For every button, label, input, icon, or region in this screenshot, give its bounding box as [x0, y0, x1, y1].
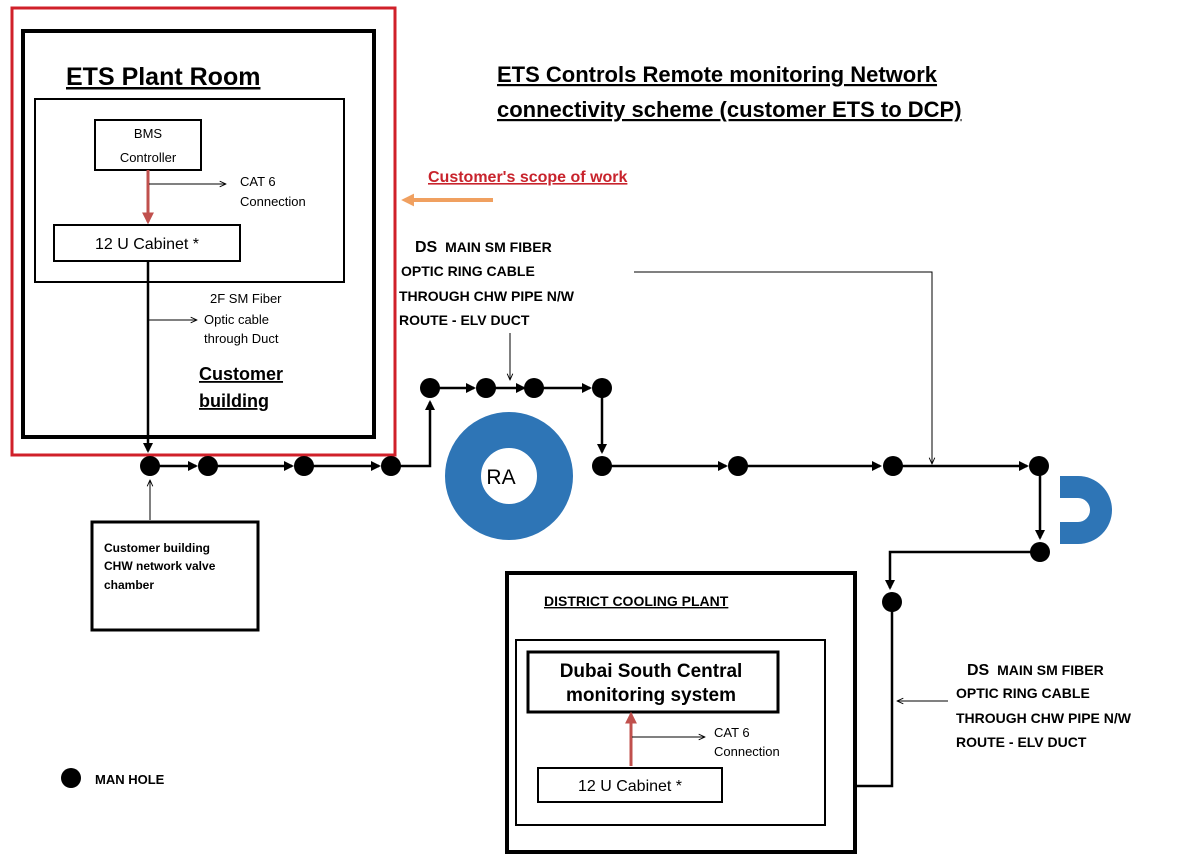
- valve-chamber-box: [90, 520, 260, 632]
- monitoring-system-box: [526, 650, 780, 714]
- manhole: [1030, 542, 1050, 562]
- manhole: [294, 456, 314, 476]
- route-segment-4: [393, 400, 435, 468]
- manhole: [198, 456, 218, 476]
- monitoring-label-1: Dubai South Central: [560, 661, 743, 682]
- cat6-connection-label: Connection: [240, 194, 306, 209]
- ring-cable-top-line4: ROUTE - ELV DUCT: [399, 312, 530, 328]
- manholes: [140, 378, 1050, 612]
- manhole: [1029, 456, 1049, 476]
- valve-chamber-label-2: CHW network valve: [104, 559, 216, 573]
- valve-chamber-label-1: Customer building: [104, 541, 210, 555]
- monitoring-label-2: monitoring system: [566, 685, 736, 706]
- manhole: [592, 378, 612, 398]
- cabinet-box-dcp: [537, 767, 723, 803]
- ring-cable-right-pointer: [634, 271, 932, 464]
- manhole: [882, 592, 902, 612]
- ring-cable-bottom-line4: ROUTE - ELV DUCT: [956, 734, 1087, 750]
- ring-cable-top-line2: OPTIC RING CABLE: [401, 263, 535, 279]
- bms-label: BMS: [134, 126, 163, 141]
- dcp-title: DISTRICT COOLING PLANT: [544, 593, 729, 609]
- legend-manhole-icon: [61, 768, 81, 788]
- bms-controller-box: [94, 119, 202, 171]
- bms-controller-label: Controller: [120, 150, 177, 165]
- ring-cable-top-line1: DS MAIN SM FIBER: [415, 239, 552, 256]
- customer-building-label-1: Customer: [199, 364, 283, 384]
- cabinet-label-customer: 12 U Cabinet *: [95, 236, 199, 253]
- dcp-cat6-connection-label: Connection: [714, 744, 780, 759]
- cat6-label: CAT 6: [240, 174, 276, 189]
- manhole: [592, 456, 612, 476]
- manhole: [728, 456, 748, 476]
- customer-scope-border: [10, 6, 397, 457]
- u-turn-shape: [1060, 476, 1112, 544]
- manhole: [476, 378, 496, 398]
- manhole: [381, 456, 401, 476]
- valve-chamber-label-3: chamber: [104, 578, 154, 592]
- ring-cable-top-line3: THROUGH CHW PIPE N/W: [399, 288, 575, 304]
- fiber-label-2: Optic cable: [204, 312, 269, 327]
- legend-manhole-label: MAN HOLE: [95, 772, 165, 787]
- diagram-title-line2: connectivity scheme (customer ETS to DCP…: [497, 97, 962, 122]
- ets-plant-room-title: ETS Plant Room: [66, 63, 260, 91]
- ring-cable-bottom-line3: THROUGH CHW PIPE N/W: [956, 710, 1132, 726]
- ring-cable-bottom-line2: OPTIC RING CABLE: [956, 685, 1090, 701]
- manhole: [883, 456, 903, 476]
- customer-building-label-2: building: [199, 391, 269, 411]
- customer-scope-label: Customer's scope of work: [428, 169, 628, 186]
- route-segment-13: [885, 550, 1040, 590]
- ring-cable-bottom-line1: DS MAIN SM FIBER: [967, 662, 1104, 679]
- manhole: [420, 378, 440, 398]
- cabinet-box-customer: [53, 224, 241, 262]
- dcp-cat6-label: CAT 6: [714, 725, 750, 740]
- fiber-label-3: through Duct: [204, 331, 279, 346]
- roundabout-ring: [445, 412, 573, 540]
- fiber-label-1: 2F SM Fiber: [210, 291, 282, 306]
- roundabout-label: RA: [486, 466, 515, 489]
- cabinet-label-dcp: 12 U Cabinet *: [578, 778, 682, 795]
- manhole: [524, 378, 544, 398]
- manhole: [140, 456, 160, 476]
- diagram-title-line1: ETS Controls Remote monitoring Network: [497, 62, 938, 87]
